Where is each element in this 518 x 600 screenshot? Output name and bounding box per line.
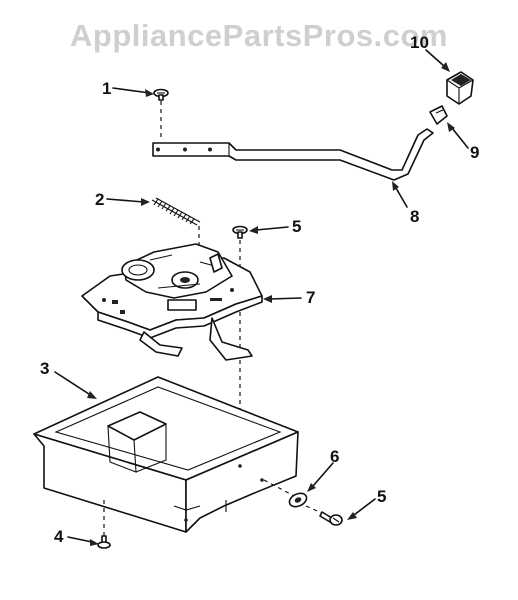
watermark: AppliancePartsPros.com — [70, 18, 448, 53]
callout-6: 6 — [330, 447, 339, 466]
part-1-screw — [153, 88, 169, 101]
callout-5-lower: 5 — [377, 487, 386, 506]
callout-2: 2 — [95, 190, 104, 209]
part-9-clip — [429, 105, 448, 125]
callout-10: 10 — [410, 33, 429, 52]
part-5-screw-lower — [319, 511, 343, 526]
part-4-screw — [97, 535, 111, 549]
callout-8: 8 — [410, 207, 419, 226]
callout-leaders — [54, 49, 469, 546]
callout-9: 9 — [470, 143, 479, 162]
callout-1: 1 — [102, 79, 111, 98]
part-7-latch-assembly — [81, 243, 263, 361]
callout-4: 4 — [54, 527, 64, 546]
callout-7: 7 — [306, 288, 315, 307]
part-2-spring — [151, 197, 201, 226]
callout-3: 3 — [40, 359, 49, 378]
part-3-tray — [33, 376, 299, 533]
part-5-screw-upper — [232, 225, 248, 239]
callout-5-upper: 5 — [292, 217, 301, 236]
part-8-lever-rod — [152, 128, 434, 181]
part-10-knob — [446, 71, 474, 105]
part-6-washer — [288, 492, 308, 508]
